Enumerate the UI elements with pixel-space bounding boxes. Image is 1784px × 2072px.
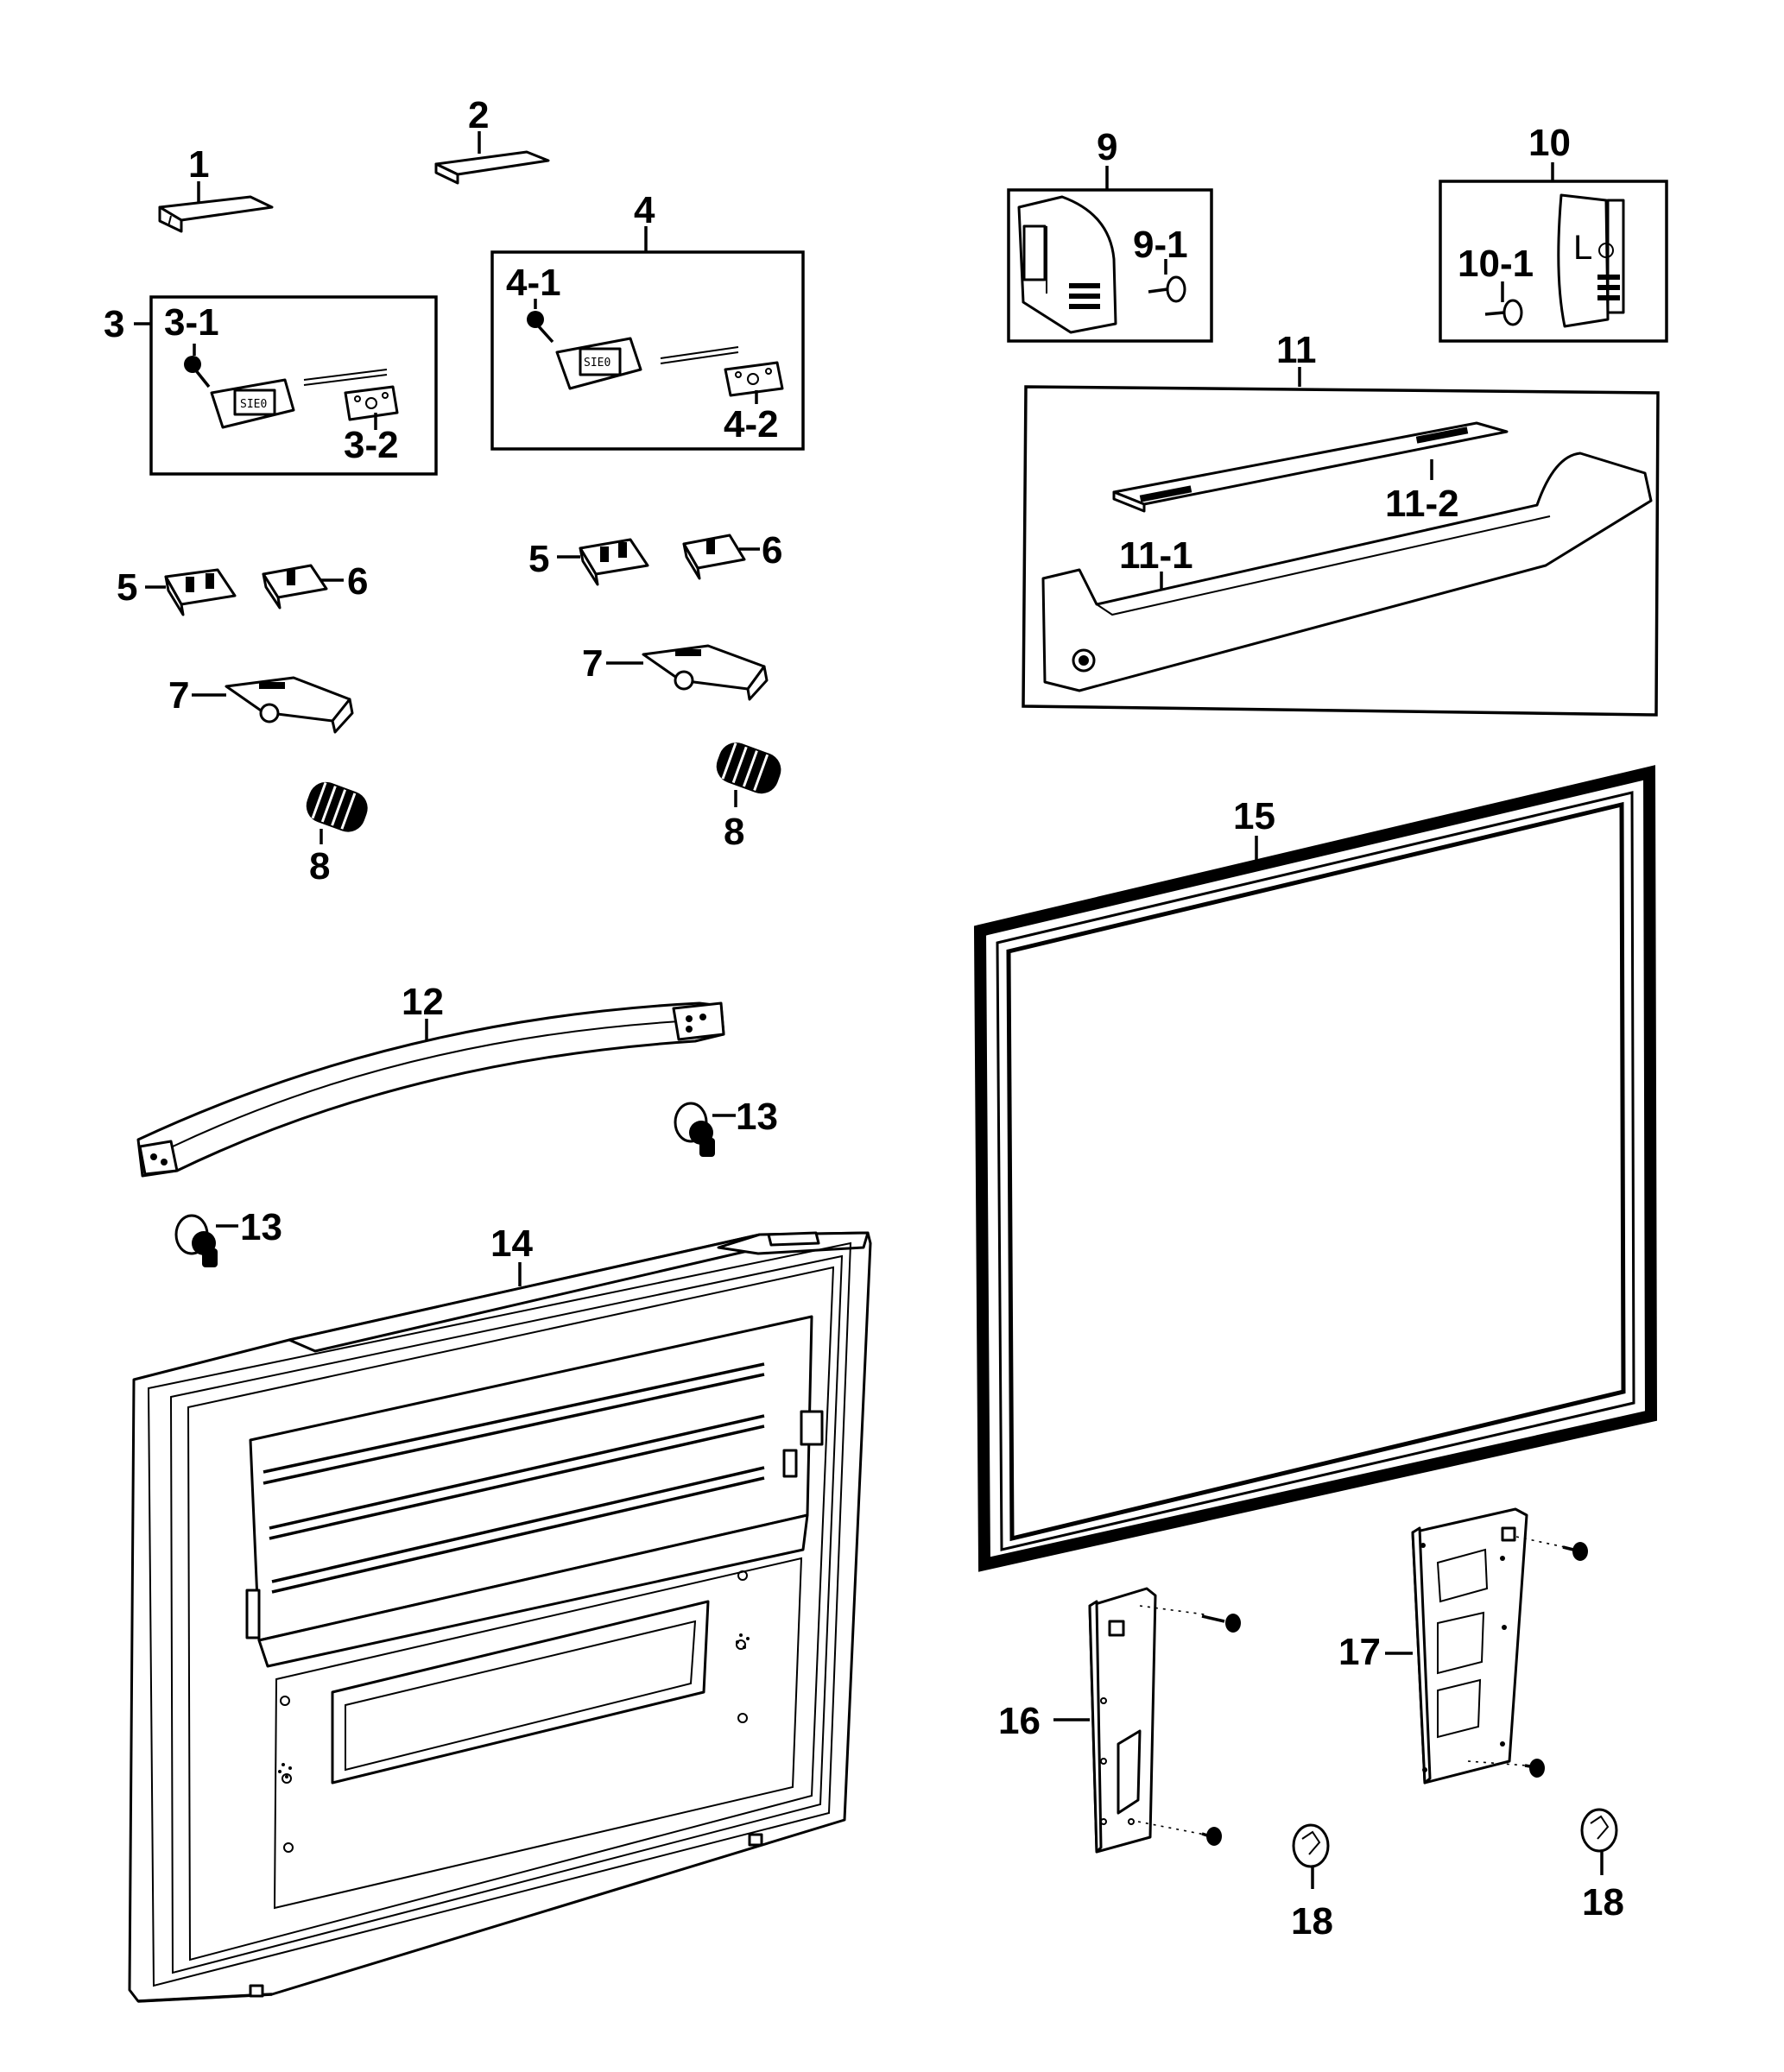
callout-8-left: 8	[309, 845, 330, 888]
part-4-hinge-kit: SIE0	[490, 226, 805, 451]
callout-5-left: 5	[117, 566, 137, 609]
callout-5-right: 5	[528, 538, 549, 580]
callout-8-right: 8	[724, 811, 744, 853]
callout-9-1: 9-1	[1133, 224, 1188, 266]
callout-16: 16	[998, 1700, 1041, 1742]
part-5-right-bracket	[557, 538, 649, 586]
screw-16-upper	[1201, 1614, 1241, 1633]
callout-18-left: 18	[1291, 1900, 1333, 1942]
part-1-cover	[158, 181, 274, 233]
part-5-left-bracket	[145, 568, 237, 616]
part-8-left-spring	[306, 781, 368, 844]
callout-12: 12	[402, 981, 444, 1023]
part-8-right-spring	[716, 742, 781, 807]
part-18-right-hinge-cap	[1580, 1808, 1618, 1875]
part-11-door-bin-kit	[1022, 367, 1660, 717]
callout-9: 9	[1097, 126, 1117, 168]
part-13-left-cap	[174, 1214, 238, 1267]
part-18-left-hinge-cap	[1292, 1823, 1330, 1889]
part-7-left-hinge-arm	[192, 676, 354, 734]
callout-4-1: 4-1	[506, 262, 561, 304]
part-6-left-bracket	[262, 564, 344, 610]
svg-text:SIE0: SIE0	[240, 398, 267, 411]
callout-10: 10	[1528, 122, 1571, 164]
callout-2: 2	[468, 94, 489, 136]
part-6-right-bracket	[682, 534, 760, 580]
part-9-cap-kit	[1007, 166, 1213, 343]
panel-mark-L: L	[1573, 229, 1592, 267]
callout-4-2: 4-2	[724, 403, 779, 445]
screw-16-lower	[1201, 1827, 1222, 1846]
callout-6-right: 6	[762, 529, 782, 572]
part-2-cover	[434, 131, 550, 185]
callout-13-right: 13	[736, 1096, 778, 1138]
callout-11-1: 11-1	[1119, 534, 1193, 577]
callout-6-left: 6	[347, 560, 368, 603]
callout-1: 1	[188, 143, 209, 186]
callout-13-left: 13	[240, 1206, 282, 1248]
part-12-door-handle	[136, 1001, 725, 1178]
callout-3-2: 3-2	[344, 424, 399, 466]
callout-7-right: 7	[582, 642, 603, 685]
callout-17: 17	[1338, 1631, 1381, 1673]
part-14-freezer-door	[128, 1231, 872, 2003]
vent-grille-9	[1069, 283, 1100, 309]
part-10-cap-kit: L	[1439, 162, 1668, 343]
callout-7-left: 7	[168, 674, 189, 717]
callout-15: 15	[1233, 795, 1275, 837]
part-7-right-hinge-arm	[606, 644, 769, 701]
callout-14: 14	[490, 1222, 533, 1265]
part-15-door-gasket	[973, 765, 1658, 1572]
callout-4: 4	[634, 189, 655, 231]
part-17-hinge-plate	[1385, 1507, 1588, 1785]
screw-17-lower	[1524, 1759, 1545, 1778]
part-16-hinge-bracket	[1053, 1587, 1241, 1854]
callout-3: 3	[104, 303, 124, 345]
screw-17-upper	[1562, 1542, 1588, 1561]
callout-3-1: 3-1	[164, 301, 219, 344]
part-13-right-cap	[674, 1102, 736, 1157]
svg-text:SIE0: SIE0	[584, 357, 610, 370]
callout-18-right: 18	[1582, 1881, 1624, 1924]
callout-11-2: 11-2	[1385, 483, 1459, 525]
part-3-hinge-kit: SIE0	[134, 295, 438, 476]
callout-10-1: 10-1	[1458, 243, 1534, 285]
callout-11: 11	[1276, 329, 1317, 371]
vent-dots-14	[278, 1633, 750, 1778]
vent-grille-10	[1597, 275, 1620, 300]
